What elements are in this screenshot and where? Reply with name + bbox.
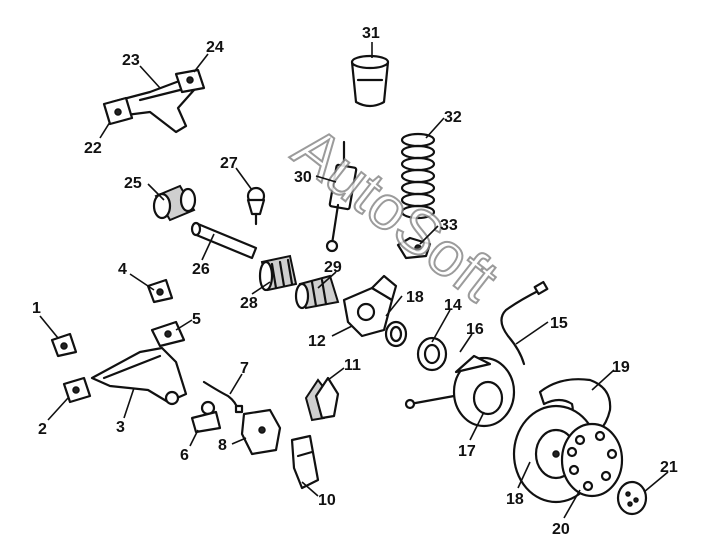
callout-5: 5 xyxy=(192,311,201,328)
part-12-steering-knuckle xyxy=(342,274,398,338)
part-24-bracket xyxy=(174,68,206,94)
part-6-ball-joint xyxy=(190,400,222,434)
callout-26: 26 xyxy=(192,261,210,278)
part-3-lower-control-arm xyxy=(90,346,188,406)
part-8-caliper xyxy=(240,408,282,456)
callout-17: 17 xyxy=(458,443,476,460)
part-10-caliper-bracket xyxy=(290,434,320,490)
callout-11: 11 xyxy=(344,357,361,374)
callout-21: 21 xyxy=(660,459,678,476)
part-5-bracket xyxy=(150,320,186,348)
callout-18-upper: 18 xyxy=(406,289,424,306)
leader-lines xyxy=(39,42,669,519)
part-16-bearing xyxy=(416,336,448,372)
part-22-bracket xyxy=(102,96,134,126)
callout-22: 22 xyxy=(84,140,102,157)
callout-23: 23 xyxy=(122,52,140,69)
callout-2: 2 xyxy=(38,421,47,438)
callout-31: 31 xyxy=(362,25,380,42)
part-25-bushing xyxy=(152,184,197,222)
part-20-wheel-flange xyxy=(560,422,624,498)
callout-10: 10 xyxy=(318,492,336,509)
callout-16: 16 xyxy=(466,321,484,338)
part-7-sensor-cable xyxy=(202,380,244,414)
callout-29: 29 xyxy=(324,259,342,276)
part-31-bump-stop xyxy=(350,54,390,108)
part-11-brake-pads xyxy=(304,376,340,422)
callout-19: 19 xyxy=(612,359,630,376)
callout-28: 28 xyxy=(240,295,258,312)
part-27-ball-joint xyxy=(246,186,266,226)
callout-12: 12 xyxy=(308,333,326,350)
callout-6: 6 xyxy=(180,447,189,464)
part-17-wheel-hub xyxy=(404,354,516,428)
callout-1: 1 xyxy=(32,300,41,317)
part-28-splined-shaft xyxy=(258,254,298,292)
callout-33: 33 xyxy=(440,217,458,234)
callout-14: 14 xyxy=(444,297,462,314)
part-23-upper-control-arm xyxy=(110,78,196,134)
part-30-shock-absorber xyxy=(325,140,358,253)
callout-24: 24 xyxy=(206,39,224,56)
callout-30: 30 xyxy=(294,169,312,186)
part-1-bracket xyxy=(50,332,78,358)
callout-18-lower: 18 xyxy=(506,491,524,508)
part-2-bracket xyxy=(62,376,92,404)
callout-8: 8 xyxy=(218,437,227,454)
part-29-cv-joint xyxy=(294,274,340,310)
callout-4: 4 xyxy=(118,261,127,278)
callout-3: 3 xyxy=(116,419,125,436)
callout-20: 20 xyxy=(552,521,570,538)
part-15-sensor-cable xyxy=(500,280,549,366)
part-4-bracket xyxy=(146,278,174,304)
callout-32: 32 xyxy=(444,109,462,126)
callout-25: 25 xyxy=(124,175,142,192)
callout-7: 7 xyxy=(240,360,249,377)
part-26-shaft xyxy=(190,221,258,260)
part-32-coil-spring xyxy=(400,132,436,220)
callout-27: 27 xyxy=(220,155,238,172)
part-21-hub-cap xyxy=(616,480,648,516)
part-14-seal-ring xyxy=(384,320,408,348)
callout-numbers: 1 2 3 4 5 6 7 8 10 11 12 14 15 16 17 18 … xyxy=(32,25,678,538)
callout-15: 15 xyxy=(550,315,568,332)
